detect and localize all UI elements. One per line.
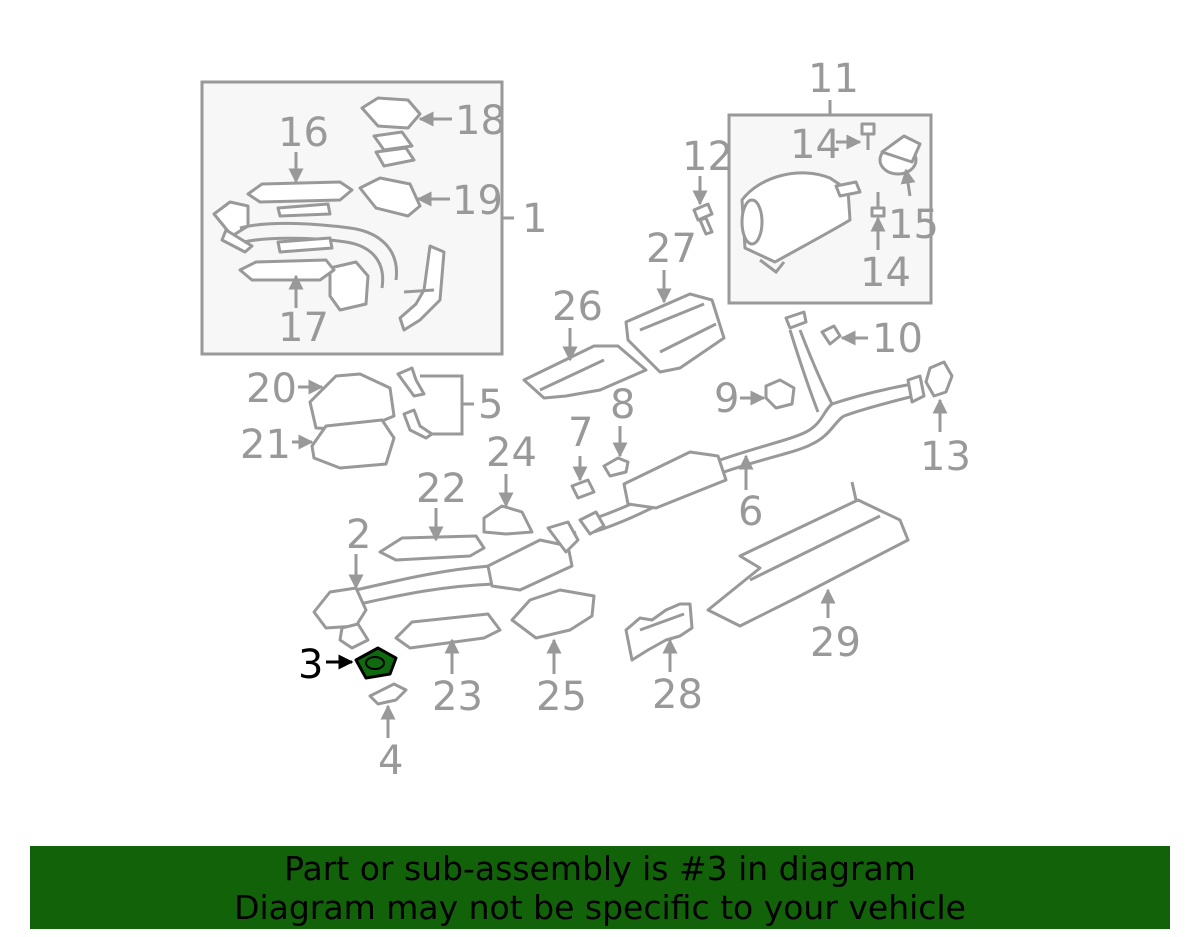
heat-shield-23[interactable] bbox=[394, 612, 502, 650]
callout-15: 15 bbox=[888, 202, 939, 248]
callout-7: 7 bbox=[568, 410, 593, 456]
callout-1: 1 bbox=[522, 196, 547, 242]
part-info-banner: Part or sub-assembly is #3 in diagram Di… bbox=[30, 846, 1170, 929]
center-pipe-6[interactable] bbox=[578, 310, 926, 536]
callout-13: 13 bbox=[920, 434, 971, 480]
exhaust-parts-diagram: 16 18 19 17 1 14 15 bbox=[200, 56, 971, 784]
callout-21: 21 bbox=[240, 422, 291, 468]
callout-28: 28 bbox=[652, 672, 703, 718]
banner-line-2: Diagram may not be specific to your vehi… bbox=[234, 887, 966, 927]
callout-26: 26 bbox=[552, 284, 603, 330]
front-pipe-assembly-box[interactable]: 16 18 19 17 bbox=[200, 80, 506, 356]
callout-8: 8 bbox=[610, 382, 635, 428]
callout-11: 11 bbox=[808, 56, 859, 102]
callout-17: 17 bbox=[278, 305, 329, 351]
callout-4: 4 bbox=[378, 738, 403, 784]
bolt-14-bottom[interactable] bbox=[870, 192, 886, 218]
gasket-13[interactable] bbox=[924, 360, 954, 398]
callout-27: 27 bbox=[646, 226, 697, 272]
callout-3: 3 bbox=[298, 642, 323, 688]
callout-18: 18 bbox=[455, 98, 506, 144]
gasket-3-highlighted[interactable] bbox=[354, 646, 398, 680]
banner-line-1: Part or sub-assembly is #3 in diagram bbox=[284, 848, 916, 888]
bolt-7[interactable] bbox=[570, 478, 596, 500]
rear-muffler-box[interactable]: 14 15 14 bbox=[727, 113, 939, 305]
heat-shield-26[interactable] bbox=[522, 344, 648, 400]
muffler[interactable] bbox=[740, 171, 862, 275]
callout-9: 9 bbox=[714, 376, 739, 422]
callout-25: 25 bbox=[536, 674, 587, 720]
callout-24: 24 bbox=[486, 430, 537, 476]
shield-18[interactable] bbox=[360, 96, 422, 168]
callout-29: 29 bbox=[810, 620, 861, 666]
bracket-5[interactable] bbox=[396, 366, 434, 440]
front-pipe[interactable] bbox=[212, 200, 398, 312]
heat-shield-4[interactable] bbox=[368, 682, 408, 706]
clamp-15[interactable] bbox=[878, 134, 922, 176]
callout-10: 10 bbox=[872, 316, 923, 362]
callout-6: 6 bbox=[738, 489, 763, 535]
shield-17[interactable] bbox=[238, 258, 336, 282]
callout-14-bottom: 14 bbox=[860, 250, 911, 296]
callout-19: 19 bbox=[452, 178, 503, 224]
front-pipe-2[interactable] bbox=[312, 520, 580, 650]
callout-20: 20 bbox=[246, 366, 297, 412]
bolt-8[interactable] bbox=[602, 456, 630, 478]
callout-14-top: 14 bbox=[790, 122, 841, 168]
callout-2: 2 bbox=[346, 512, 371, 558]
bracket-28[interactable] bbox=[624, 602, 694, 662]
bracket-right[interactable] bbox=[398, 244, 446, 332]
shield-16[interactable] bbox=[246, 180, 354, 218]
heat-shield-22[interactable] bbox=[378, 534, 486, 562]
callout-23: 23 bbox=[432, 674, 483, 720]
heat-shield-27[interactable] bbox=[624, 292, 726, 374]
callout-22: 22 bbox=[416, 466, 467, 512]
callout-12: 12 bbox=[682, 134, 733, 180]
callout-16: 16 bbox=[278, 110, 329, 156]
callout-5: 5 bbox=[478, 382, 503, 428]
bolt-12[interactable] bbox=[692, 202, 714, 236]
under-cover-29[interactable] bbox=[706, 481, 910, 628]
heat-shield-21[interactable] bbox=[310, 418, 396, 470]
heat-shield-24[interactable] bbox=[482, 504, 534, 536]
heat-shield-25[interactable] bbox=[510, 588, 596, 640]
gasket-10[interactable] bbox=[820, 324, 842, 346]
hanger-9[interactable] bbox=[764, 378, 796, 410]
bolt-14-top[interactable] bbox=[860, 122, 876, 150]
